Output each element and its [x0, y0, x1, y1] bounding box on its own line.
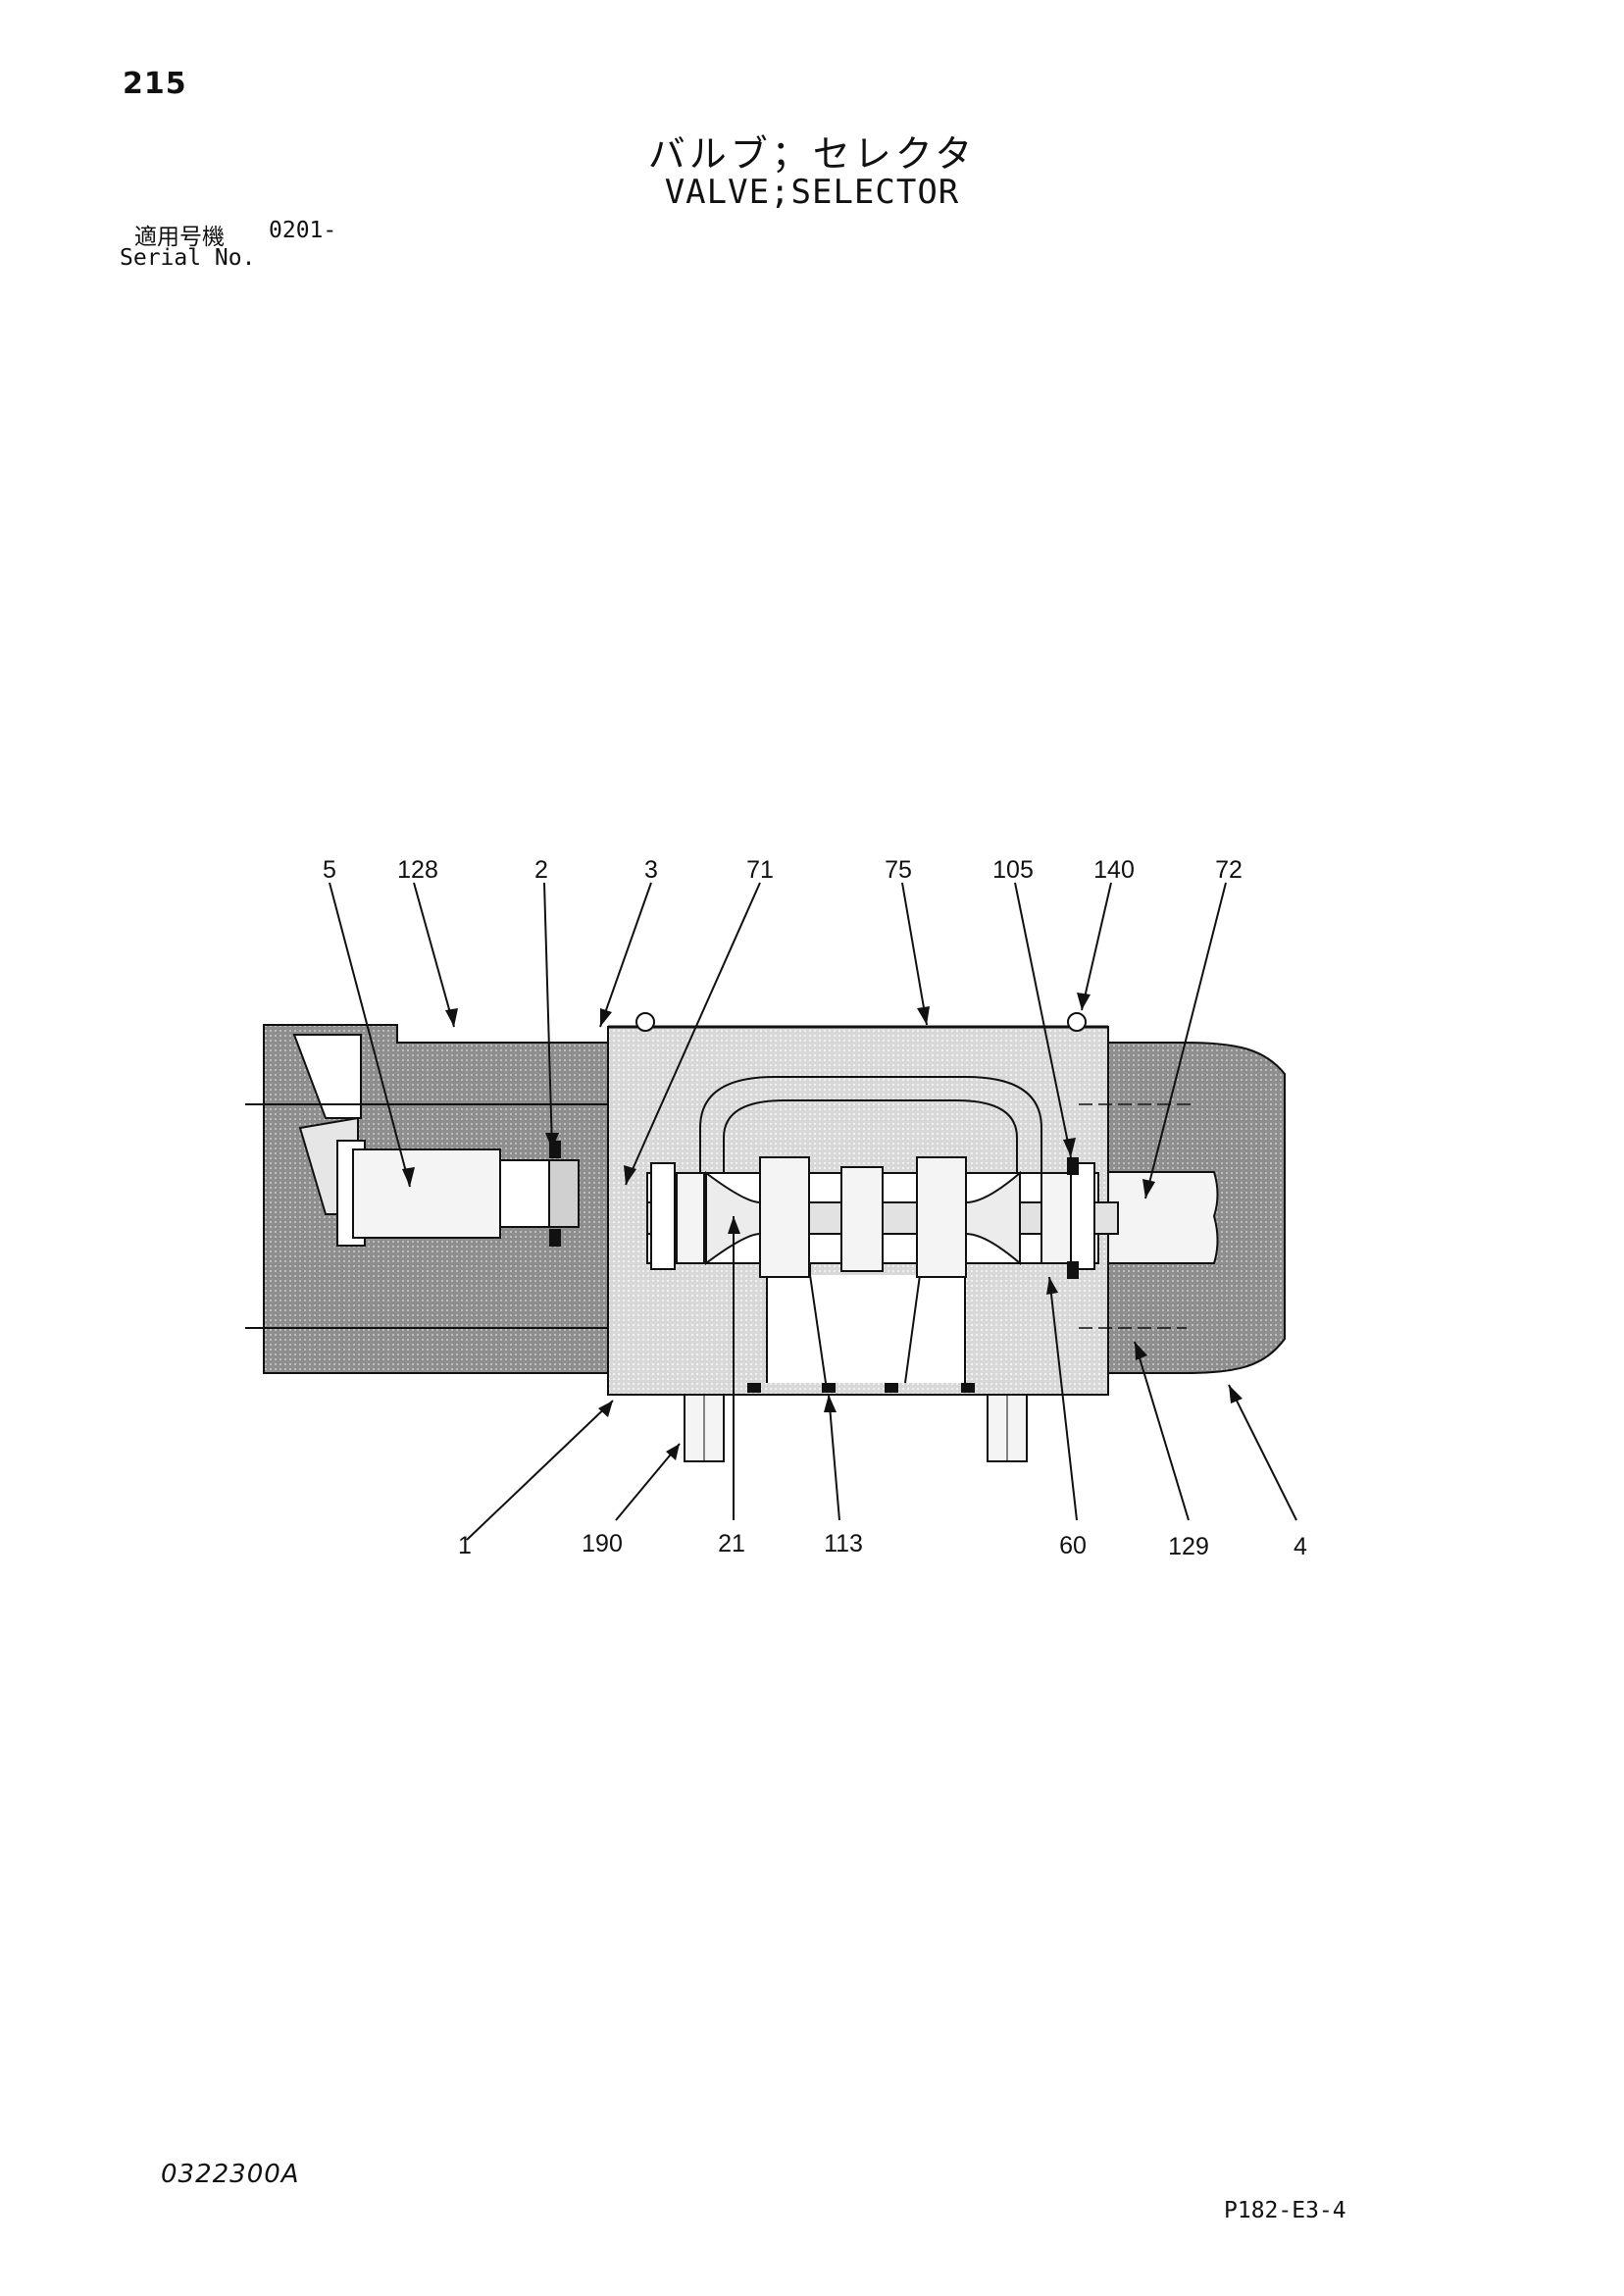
arrowheads [402, 993, 1243, 1460]
callout-72: 72 [1215, 856, 1243, 884]
callout-4: 4 [1294, 1533, 1307, 1560]
callout-113: 113 [824, 1530, 863, 1557]
leader-lines [329, 882, 1297, 1541]
callout-129: 129 [1168, 1533, 1209, 1560]
callout-71: 71 [746, 856, 774, 884]
serial-value: 0201- [269, 218, 337, 243]
spool [635, 1012, 1119, 1279]
title-japanese: バルブ；セレクタ [647, 132, 977, 176]
callout-128: 128 [397, 856, 438, 884]
callout-60: 60 [1059, 1532, 1087, 1559]
callout-105: 105 [992, 856, 1034, 884]
callout-75: 75 [885, 856, 912, 884]
callout-5: 5 [323, 856, 336, 884]
callout-140: 140 [1093, 856, 1135, 884]
callout-3: 3 [644, 856, 658, 884]
callout-1: 1 [458, 1532, 472, 1559]
callout-2: 2 [534, 856, 548, 884]
serial-label-english: Serial No. [120, 245, 256, 271]
left-plug-assembly [336, 1140, 580, 1247]
page-reference: P182-E3-4 [1224, 2198, 1346, 2223]
right-cap [1097, 1042, 1286, 1374]
serial-label-japanese: 適用号機 [134, 225, 225, 250]
callout-190: 190 [582, 1530, 623, 1557]
callout-21: 21 [718, 1530, 745, 1557]
page-number: 215 [123, 67, 187, 101]
title-english: VALVE;SELECTOR [664, 173, 960, 212]
drawing-code: 0322300A [161, 2160, 300, 2189]
mounting-bolts [684, 1394, 1028, 1462]
